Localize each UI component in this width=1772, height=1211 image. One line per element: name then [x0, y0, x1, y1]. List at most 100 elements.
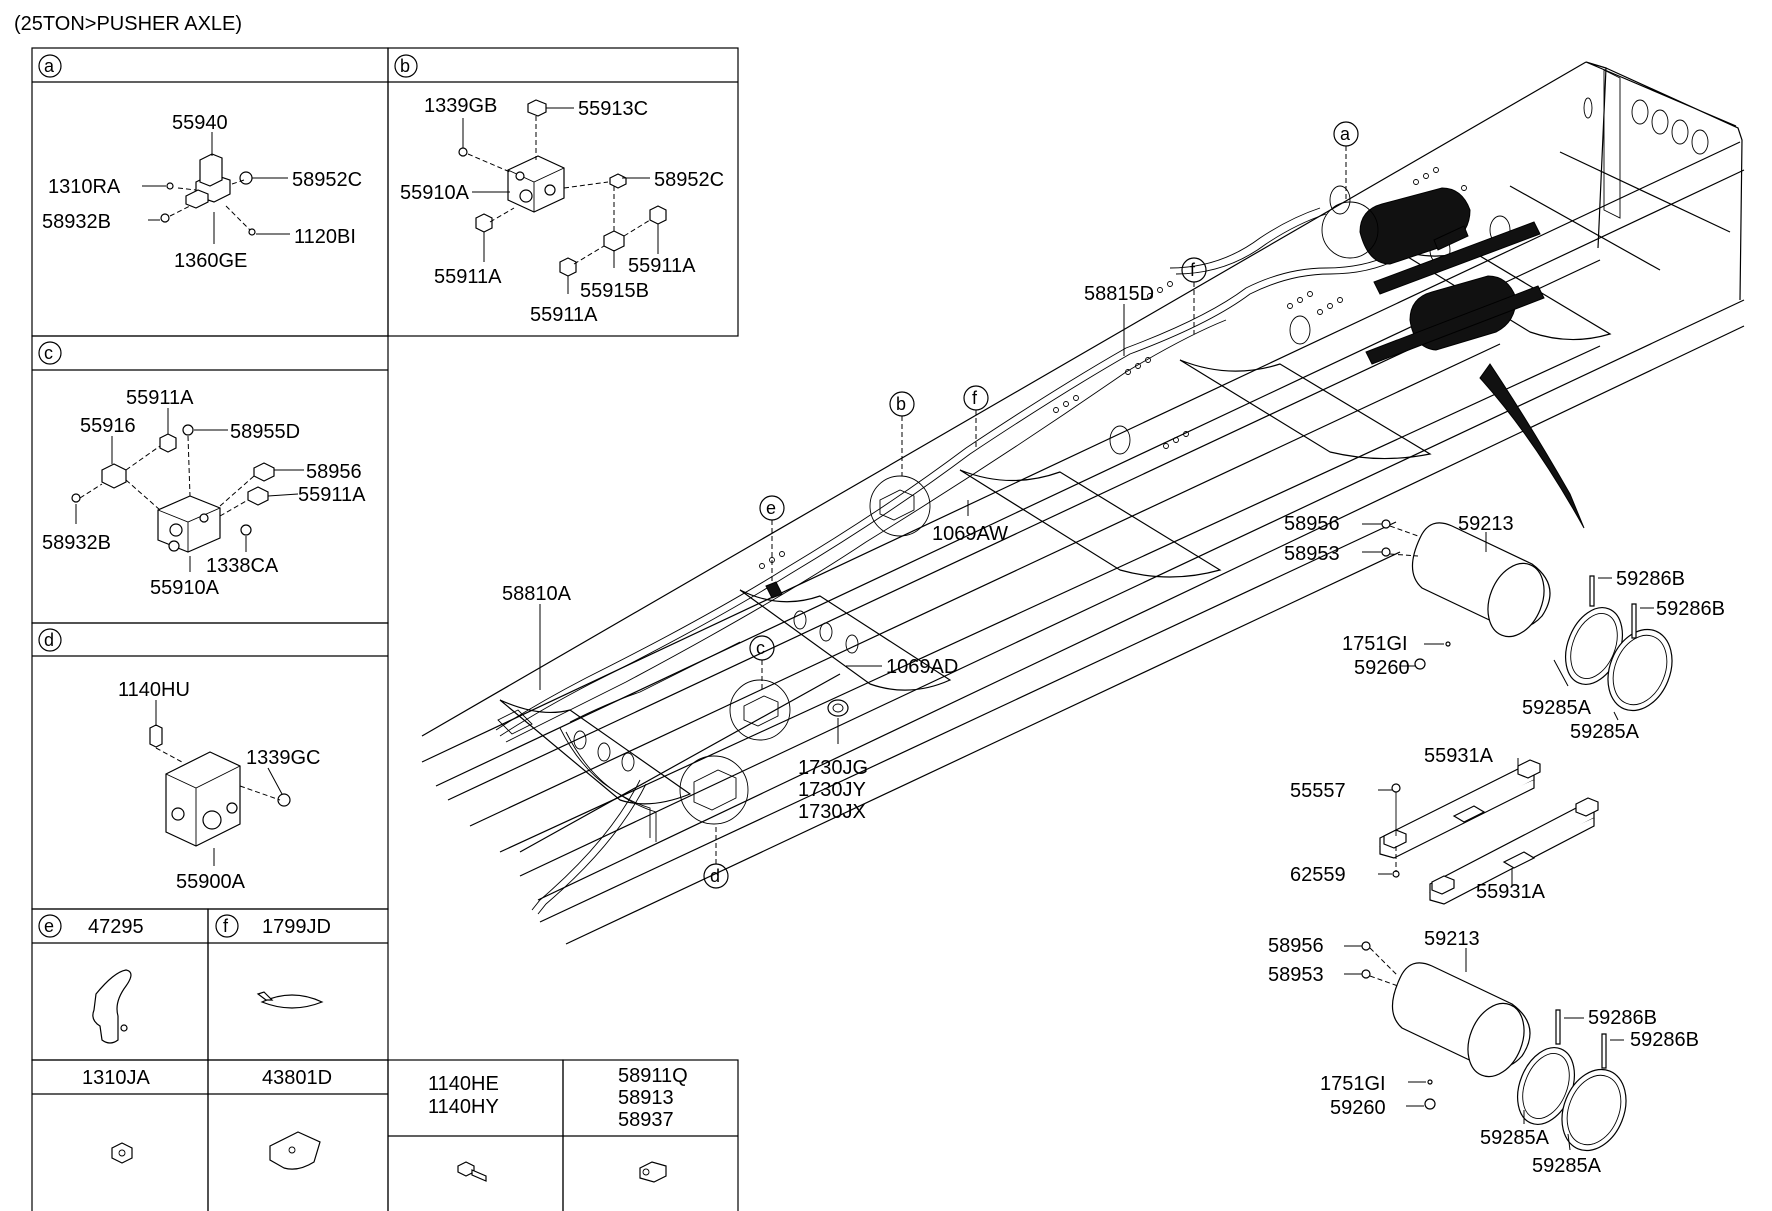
lower-tank-label-5: 59286B: [1630, 1029, 1699, 1051]
panel-d-drawing: [149, 700, 291, 866]
lower-tank-label-9: 59285A: [1532, 1155, 1602, 1177]
detail-circle-f-1: f: [963, 385, 989, 450]
main-label-1069ad: 1069AD: [886, 656, 958, 678]
panel-b-drawing: [458, 99, 667, 294]
upper-tank-label-5: 59286B: [1656, 598, 1725, 620]
panel-j-part-3: 58937: [618, 1109, 674, 1131]
upper-tank-label-9: 59285A: [1570, 721, 1640, 743]
panel-a-label-2: 1310RA: [48, 176, 121, 198]
panel-b-label-7: 55915B: [580, 280, 649, 302]
upper-tank-label-4: 59286B: [1616, 568, 1685, 590]
upper-tank-label-1: 58956: [1284, 513, 1340, 535]
panel-e-letter: e: [38, 914, 62, 938]
diagram-title: (25TON>PUSHER AXLE): [14, 13, 242, 35]
panel-b-label-2: 55913C: [578, 98, 648, 120]
panel-a-label-3: 58952C: [292, 169, 362, 191]
svg-text:f: f: [972, 388, 978, 408]
panel-d-letter: d: [38, 628, 62, 652]
bracket-label-1: 55557: [1290, 780, 1346, 802]
svg-text:a: a: [44, 56, 55, 76]
detail-circle-f-2: f: [1181, 257, 1207, 334]
detail-circle-c: c: [729, 635, 791, 741]
brake-lines: [495, 207, 1401, 915]
fitting-58911q-icon: [639, 1161, 667, 1183]
detail-circle-b: b: [869, 391, 931, 537]
detail-circle-d: d: [679, 755, 749, 889]
bracket-label-4: 55931A: [1476, 881, 1546, 903]
svg-text:f: f: [1190, 260, 1196, 280]
panel-c-label-7: 1338CA: [206, 555, 279, 577]
main-label-1730jy: 1730JY: [798, 779, 866, 801]
svg-text:c: c: [44, 343, 53, 363]
svg-text:f: f: [223, 916, 229, 936]
lower-tank-label-1: 58956: [1268, 935, 1324, 957]
upper-tank-label-6: 1751GI: [1342, 633, 1408, 655]
bracket-43801d-icon: [269, 1131, 321, 1170]
panel-c-label-6: 58932B: [42, 532, 111, 554]
panel-a-letter: a: [38, 54, 62, 78]
upper-tank-label-8: 59285A: [1522, 697, 1592, 719]
clip-47295-icon: [92, 969, 132, 1044]
panel-f-part: 1799JD: [262, 916, 331, 938]
panel-i-part-2: 1140HY: [428, 1096, 499, 1118]
panel-c-drawing: [71, 408, 304, 572]
upper-air-tank: [1362, 519, 1673, 721]
upper-tank-label-2: 58953: [1284, 543, 1340, 565]
main-label-1069aw: 1069AW: [932, 523, 1008, 545]
panel-c-label-2: 55916: [80, 415, 136, 437]
lower-tank-label-4: 59286B: [1588, 1007, 1657, 1029]
panel-d-label-1: 1140HU: [118, 679, 190, 701]
panel-b-label-5: 55911A: [434, 266, 502, 288]
detail-circle-a: a: [1321, 121, 1379, 259]
air-tank-cluster: [1359, 187, 1585, 529]
main-label-1730jx: 1730JX: [798, 801, 866, 823]
detail-circle-e: e: [759, 495, 785, 599]
panel-c-letter: c: [38, 341, 62, 365]
lower-air-tank: [1344, 941, 1627, 1152]
svg-text:c: c: [756, 638, 765, 658]
svg-text:b: b: [896, 394, 906, 414]
panel-a-label-1: 55940: [172, 112, 228, 134]
panel-a-label-4: 58932B: [42, 211, 111, 233]
panel-b-label-4: 55910A: [400, 182, 470, 204]
lower-tank-label-6: 1751GI: [1320, 1073, 1386, 1095]
svg-text:b: b: [400, 56, 410, 76]
panel-b-label-3: 58952C: [654, 169, 724, 191]
panel-f-letter: f: [215, 914, 239, 938]
main-label-1730jg: 1730JG: [798, 757, 868, 779]
svg-text:d: d: [44, 630, 54, 650]
grommet-icon: [827, 699, 849, 717]
panel-g-part: 1310JA: [82, 1067, 150, 1089]
panel-b-label-8: 55911A: [530, 304, 598, 326]
bracket-label-2: 55931A: [1424, 745, 1494, 767]
bracket-label-3: 62559: [1290, 864, 1346, 886]
panel-e-part: 47295: [88, 916, 144, 938]
bolt-1140he-icon: [457, 1161, 487, 1182]
panel-b-label-6: 55911A: [628, 255, 696, 277]
nut-1310ja-icon: [111, 1142, 133, 1164]
svg-text:e: e: [766, 498, 776, 518]
panel-b-label-1: 1339GB: [424, 95, 497, 117]
panel-c-label-8: 55910A: [150, 577, 220, 599]
panel-a-drawing: [142, 132, 290, 244]
svg-text:d: d: [710, 866, 720, 886]
panel-c-label-5: 55911A: [298, 484, 366, 506]
panel-d-label-3: 55900A: [176, 871, 246, 893]
panel-h-part: 43801D: [262, 1067, 332, 1089]
panel-a-label-6: 1360GE: [174, 250, 247, 272]
panel-grid: [31, 47, 739, 1211]
panel-a-label-5: 1120BI: [294, 226, 356, 248]
panel-j-part-2: 58913: [618, 1087, 674, 1109]
svg-text:a: a: [1340, 124, 1351, 144]
main-label-58810a: 58810A: [502, 583, 572, 605]
panel-c-label-3: 58955D: [230, 421, 300, 443]
cable-tie-1799jd-icon: [256, 991, 324, 1009]
upper-tank-label-7: 59260: [1354, 657, 1410, 679]
panel-j-part-1: 58911Q: [618, 1065, 688, 1087]
lower-tank-label-3: 59213: [1424, 928, 1480, 950]
lower-tank-label-2: 58953: [1268, 964, 1324, 986]
lower-tank-label-8: 59285A: [1480, 1127, 1550, 1149]
main-label-58815d: 58815D: [1084, 283, 1154, 305]
upper-tank-label-3: 59213: [1458, 513, 1514, 535]
panel-d-label-2: 1339GC: [246, 747, 321, 769]
